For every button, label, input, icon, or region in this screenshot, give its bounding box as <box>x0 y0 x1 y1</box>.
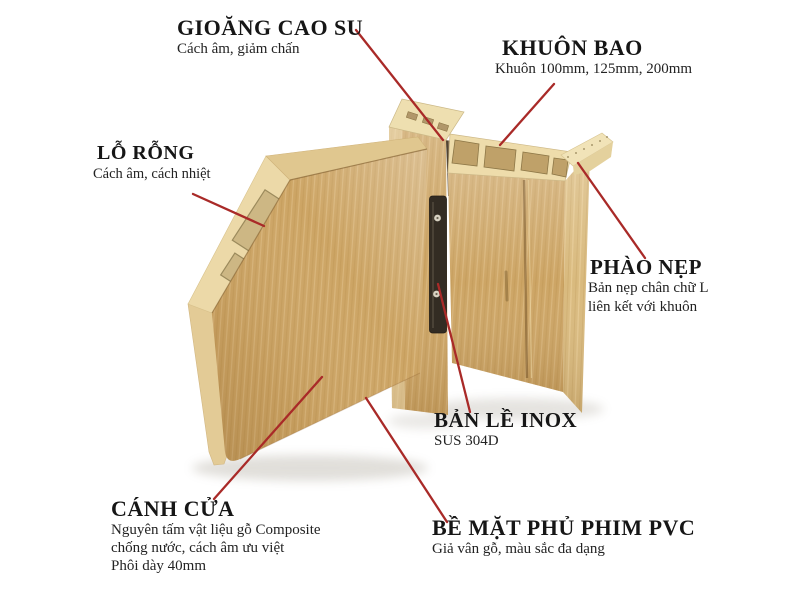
label-hollow-title: LỖ RỖNG <box>97 142 195 164</box>
label-surface-desc: Giả vân gỗ, màu sắc đa dạng <box>432 540 605 557</box>
frame-chamber <box>551 157 569 178</box>
l-trim-side-flange <box>573 142 613 175</box>
leaf-bottom-edge-line <box>239 372 421 460</box>
door-frame <box>447 132 614 413</box>
frame-chamber <box>520 151 550 175</box>
frame-chamber <box>451 139 480 167</box>
label-hinge-desc: SUS 304D <box>434 432 499 449</box>
l-trim <box>560 132 614 175</box>
label-surface-title: BỀ MẶT PHỦ PHIM PVC <box>432 515 696 540</box>
frame-side-shade <box>563 153 590 413</box>
label-frame-title: KHUÔN BAO <box>502 35 643 60</box>
leaf-top-edge-line <box>289 148 428 181</box>
frame-rebate-groove <box>522 179 529 379</box>
leader-line-gasket <box>354 28 445 142</box>
frame-front-shade <box>448 173 565 392</box>
label-hinge-title: BẢN LỀ INOX <box>434 408 578 432</box>
label-surface: BỀ MẶT PHỦ PHIM PVC Giả vân gỗ, màu sắc … <box>432 516 695 558</box>
leader-line-hinge <box>436 282 472 414</box>
frame-hollow-chambers <box>451 139 569 178</box>
label-hinge: BẢN LỀ INOX SUS 304D <box>434 409 577 450</box>
frame-rebate-highlight <box>527 179 533 379</box>
frame-chamber <box>483 145 517 172</box>
label-gasket-desc: Cách âm, giảm chấn <box>177 40 300 57</box>
floor-shadows <box>192 398 604 481</box>
leader-line-hollow <box>191 192 266 228</box>
label-leaf-desc-line1: Nguyên tấm vật liệu gỗ Composite <box>111 521 321 538</box>
frame-grain-knot <box>504 270 509 302</box>
label-leaf: CÁNH CỬA Nguyên tấm vật liệu gỗ Composit… <box>111 497 321 575</box>
leader-lines <box>191 28 647 524</box>
label-leaf-desc-line2: chống nước, cách âm ưu việt <box>111 539 285 556</box>
label-frame: KHUÔN BAO Khuôn 100mm, 125mm, 200mm <box>495 35 692 78</box>
label-frame-desc: Khuôn 100mm, 125mm, 200mm <box>495 60 693 77</box>
leader-line-surface <box>364 396 449 524</box>
l-trim-perforations <box>567 136 608 158</box>
leader-line-frame <box>498 82 556 147</box>
label-trim: PHÀO NẸP Bản nẹp chân chữ L liên kết với… <box>588 255 709 317</box>
label-leaf-title: CÁNH CỬA <box>111 496 235 521</box>
leader-line-trim <box>576 161 647 260</box>
label-hollow: LỖ RỖNG Cách âm, cách nhiệt <box>93 142 211 183</box>
door-leaf <box>187 136 428 466</box>
label-gasket-title: GIOĂNG CAO SU <box>177 15 364 40</box>
label-gasket: GIOĂNG CAO SU Cách âm, giảm chấn <box>177 16 363 58</box>
hinge-screw-slot <box>435 292 438 296</box>
leaf-face-shade <box>212 149 427 461</box>
leaf-bevel-edge-line <box>211 179 291 314</box>
label-hollow-desc: Cách âm, cách nhiệt <box>93 165 211 182</box>
label-trim-desc-line1: Bản nẹp chân chữ L <box>588 279 709 296</box>
hinge-screw-slot <box>436 216 439 220</box>
leader-line-leaf <box>212 375 324 501</box>
label-trim-desc-line2: liên kết với khuôn <box>588 298 698 315</box>
label-trim-title: PHÀO NẸP <box>590 255 702 279</box>
label-leaf-desc-line3: Phôi dày 40mm <box>111 557 207 574</box>
